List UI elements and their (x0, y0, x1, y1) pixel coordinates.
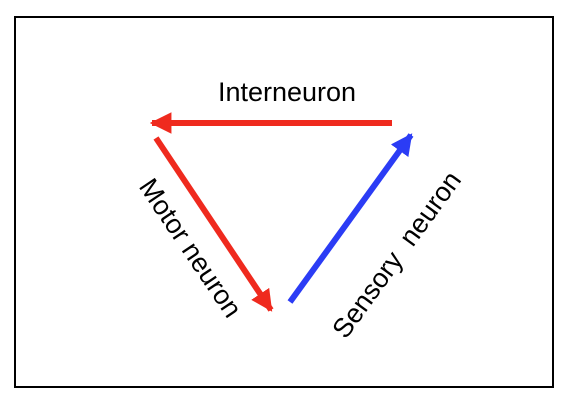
interneuron-label: Interneuron (218, 77, 356, 107)
diagram-frame (14, 16, 554, 388)
sensory-neuron-arrow (287, 133, 414, 304)
sensory-neuron-label: Sensory neuron (326, 166, 467, 344)
motor-neuron-arrow (153, 136, 274, 312)
